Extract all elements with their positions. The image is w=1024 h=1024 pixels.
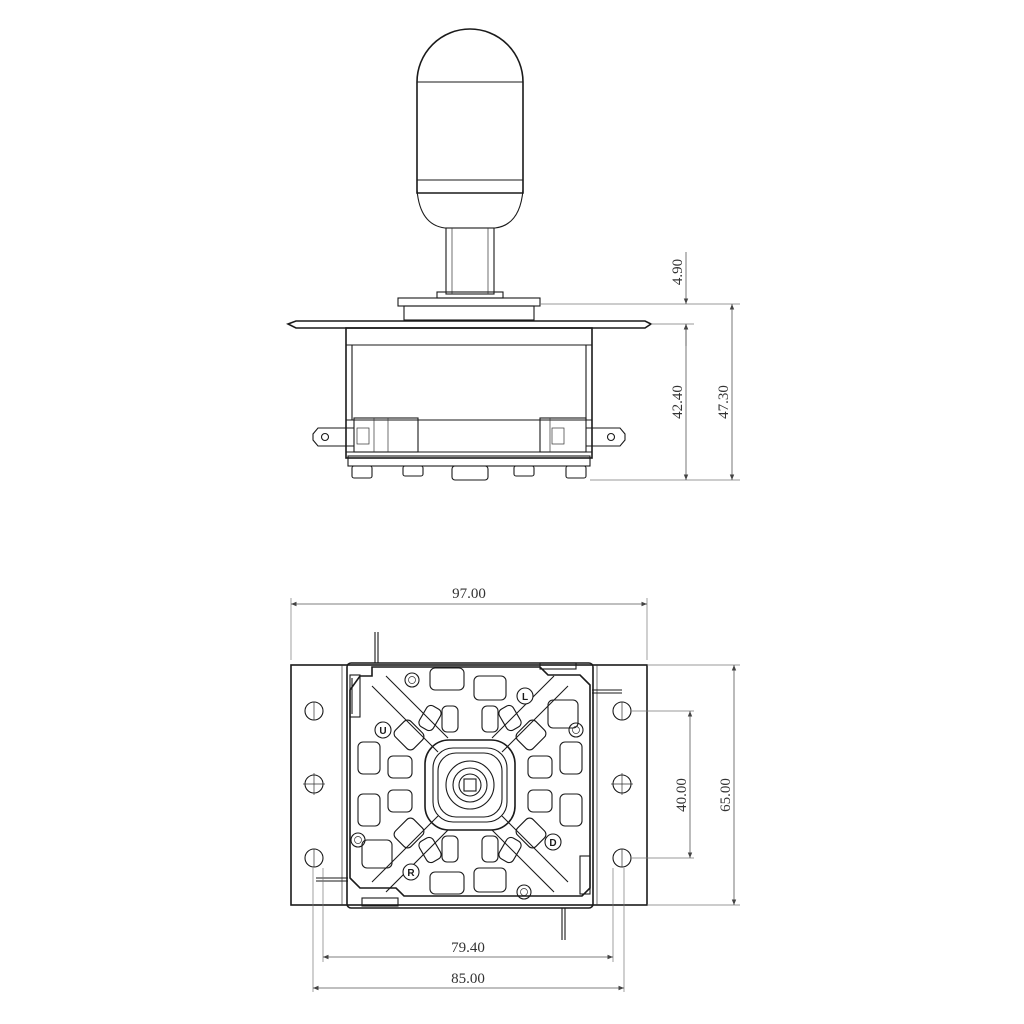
dim-total-height: 47.30 [716, 385, 732, 419]
cutout-windows [357, 667, 583, 895]
direction-left-mark: L [522, 692, 528, 703]
microswitch-right [539, 417, 587, 453]
housing-body [345, 327, 593, 459]
microswitch-left [353, 417, 419, 453]
dim-plate-width: 97.00 [452, 586, 486, 602]
dim-hole-vertical-spacing: 40.00 [674, 778, 690, 812]
bottom-view-dimensions: 97.00 40.00 65.00 79.40 85.00 [290, 586, 740, 992]
dust-washer [397, 297, 541, 307]
side-view [286, 28, 653, 481]
terminal-left [312, 427, 354, 447]
joystick-shaft [445, 227, 495, 295]
direction-markers: U L R D [374, 687, 562, 881]
dim-hole-horizontal-spacing: 79.40 [451, 940, 485, 956]
housing-bottom-outline [346, 662, 594, 909]
base-plate [349, 666, 591, 897]
direction-up-mark: U [379, 726, 386, 737]
joystick-ball-top [416, 28, 524, 194]
side-view-dimensions: 4.90 42.40 47.30 [540, 252, 740, 481]
dim-body-height: 42.40 [670, 385, 686, 419]
mounting-plate-bottom [290, 664, 648, 906]
center-actuator [424, 739, 516, 831]
bottom-view: U L R D [290, 632, 648, 940]
dim-top-plate-thickness: 4.90 [670, 259, 686, 285]
terminal-right [586, 427, 626, 447]
mounting-holes [303, 701, 633, 868]
dim-plate-height: 65.00 [718, 778, 734, 812]
dim-mount-width: 85.00 [451, 971, 485, 987]
foot [351, 465, 373, 479]
screws [350, 672, 584, 900]
direction-right-mark: R [407, 868, 415, 879]
lattice-structure [371, 675, 569, 893]
mounting-plate-side [286, 320, 653, 329]
direction-down-mark: D [549, 838, 556, 849]
microswitch-leads [316, 632, 622, 940]
